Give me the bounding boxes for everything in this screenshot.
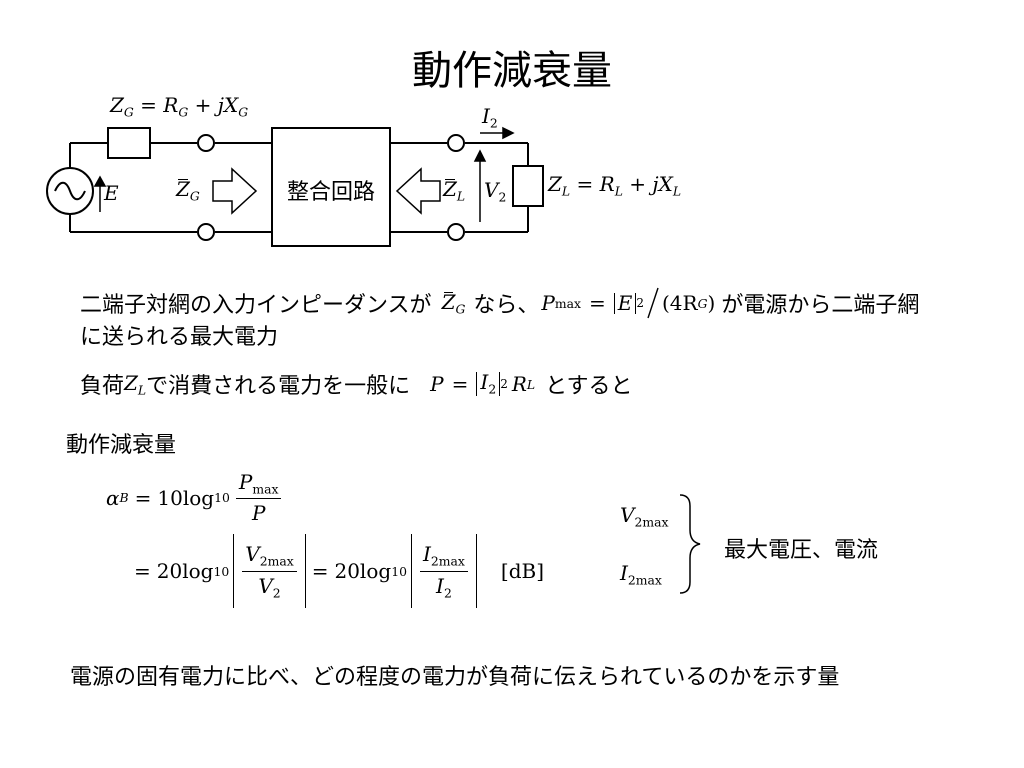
- source-voltage-label: E: [104, 181, 119, 205]
- circuit-diagram: [46, 126, 544, 247]
- footer-description: 電源の固有電力に比べ、どの程度の電力が負荷に伝えられているのかを示す量: [70, 665, 840, 690]
- max-voltage-current-label: 最大電圧、電流: [724, 538, 879, 563]
- voltage-arrow-icon: [473, 149, 487, 162]
- terminal-right-bottom: [447, 223, 465, 241]
- terminal-right-top: [447, 134, 465, 152]
- source-voltage-arrow-icon: [93, 175, 107, 187]
- zl-formula: ZL = RL + jXL: [548, 172, 682, 199]
- curly-brace-icon: [679, 494, 701, 594]
- hollow-arrow-right-icon: [212, 167, 258, 215]
- hollow-arrow-left-icon: [395, 167, 441, 215]
- input-impedance-g-label: ZG: [176, 177, 200, 204]
- matching-network-box: [271, 127, 391, 247]
- current-arrow-icon: [502, 126, 515, 140]
- source-impedance-box: [107, 127, 151, 159]
- matching-network-label: 整合回路: [286, 180, 375, 205]
- ac-source: [46, 167, 94, 215]
- i2max-label: I2max: [620, 561, 662, 588]
- slide-title: 動作減衰量: [412, 48, 612, 94]
- ac-wave: [54, 181, 86, 201]
- zg-formula: ZG = RG + jXG: [110, 93, 249, 120]
- v2max-label: V2max: [620, 503, 669, 530]
- input-impedance-l-label: ZL: [443, 177, 466, 204]
- division-slash: [647, 287, 659, 319]
- terminal-left-bottom: [197, 223, 215, 241]
- terminal-left-top: [197, 134, 215, 152]
- section-label: 動作減衰量: [66, 433, 177, 458]
- load-impedance-box: [512, 165, 544, 207]
- unit-db: [dB]: [500, 559, 544, 583]
- load-voltage-label: V2: [484, 178, 507, 205]
- text-max-power-line2: に送られる最大電力: [80, 325, 279, 350]
- load-current-label: I2: [482, 104, 498, 131]
